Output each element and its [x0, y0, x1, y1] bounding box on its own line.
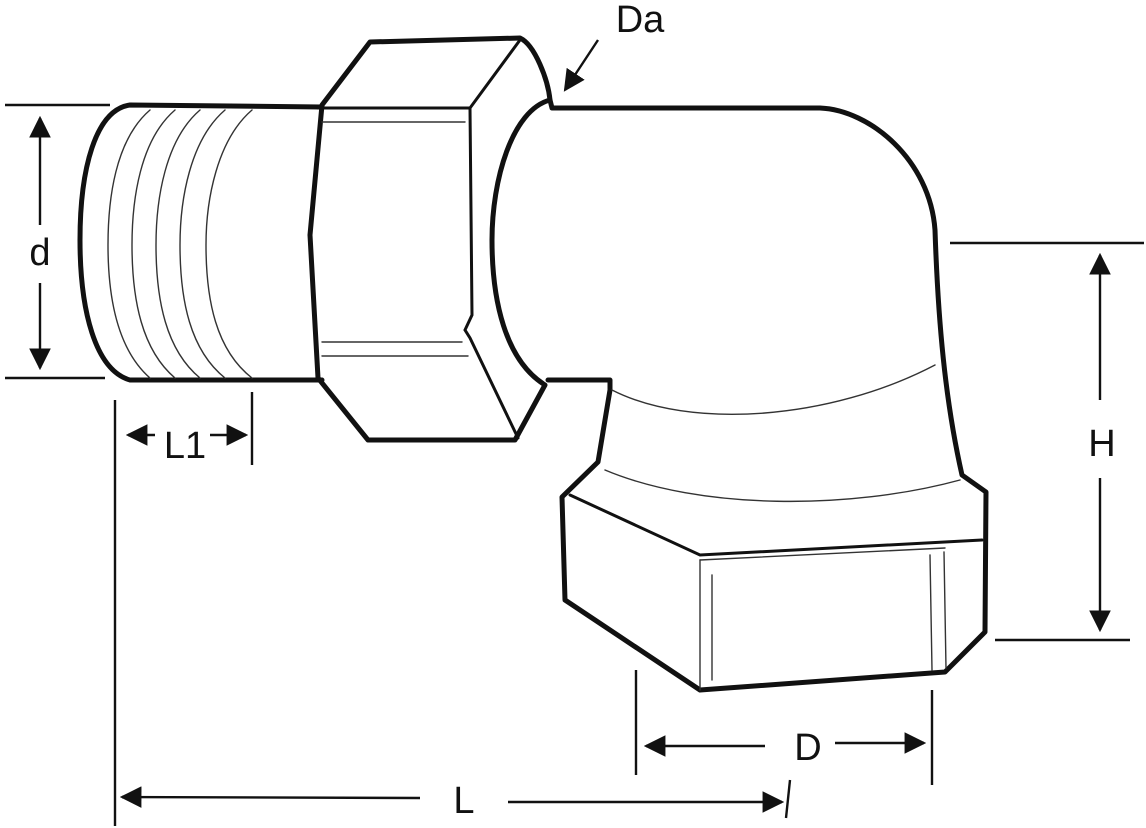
label-L: L: [453, 780, 474, 822]
label-L1: L1: [164, 425, 206, 467]
elbow-body: [545, 97, 989, 693]
threaded-end: [77, 102, 325, 383]
label-Da: Da: [616, 0, 665, 41]
dimension-L: L: [119, 779, 792, 822]
union-nut: [307, 35, 553, 443]
dimension-D: D: [634, 670, 934, 785]
label-D: D: [794, 727, 821, 769]
dimension-L1: L1: [113, 392, 254, 826]
dimension-Da: Da: [563, 0, 665, 92]
dimension-H: H: [950, 241, 1144, 642]
label-H: H: [1088, 423, 1115, 465]
label-d: d: [29, 232, 50, 274]
dimension-d: d: [5, 103, 110, 380]
